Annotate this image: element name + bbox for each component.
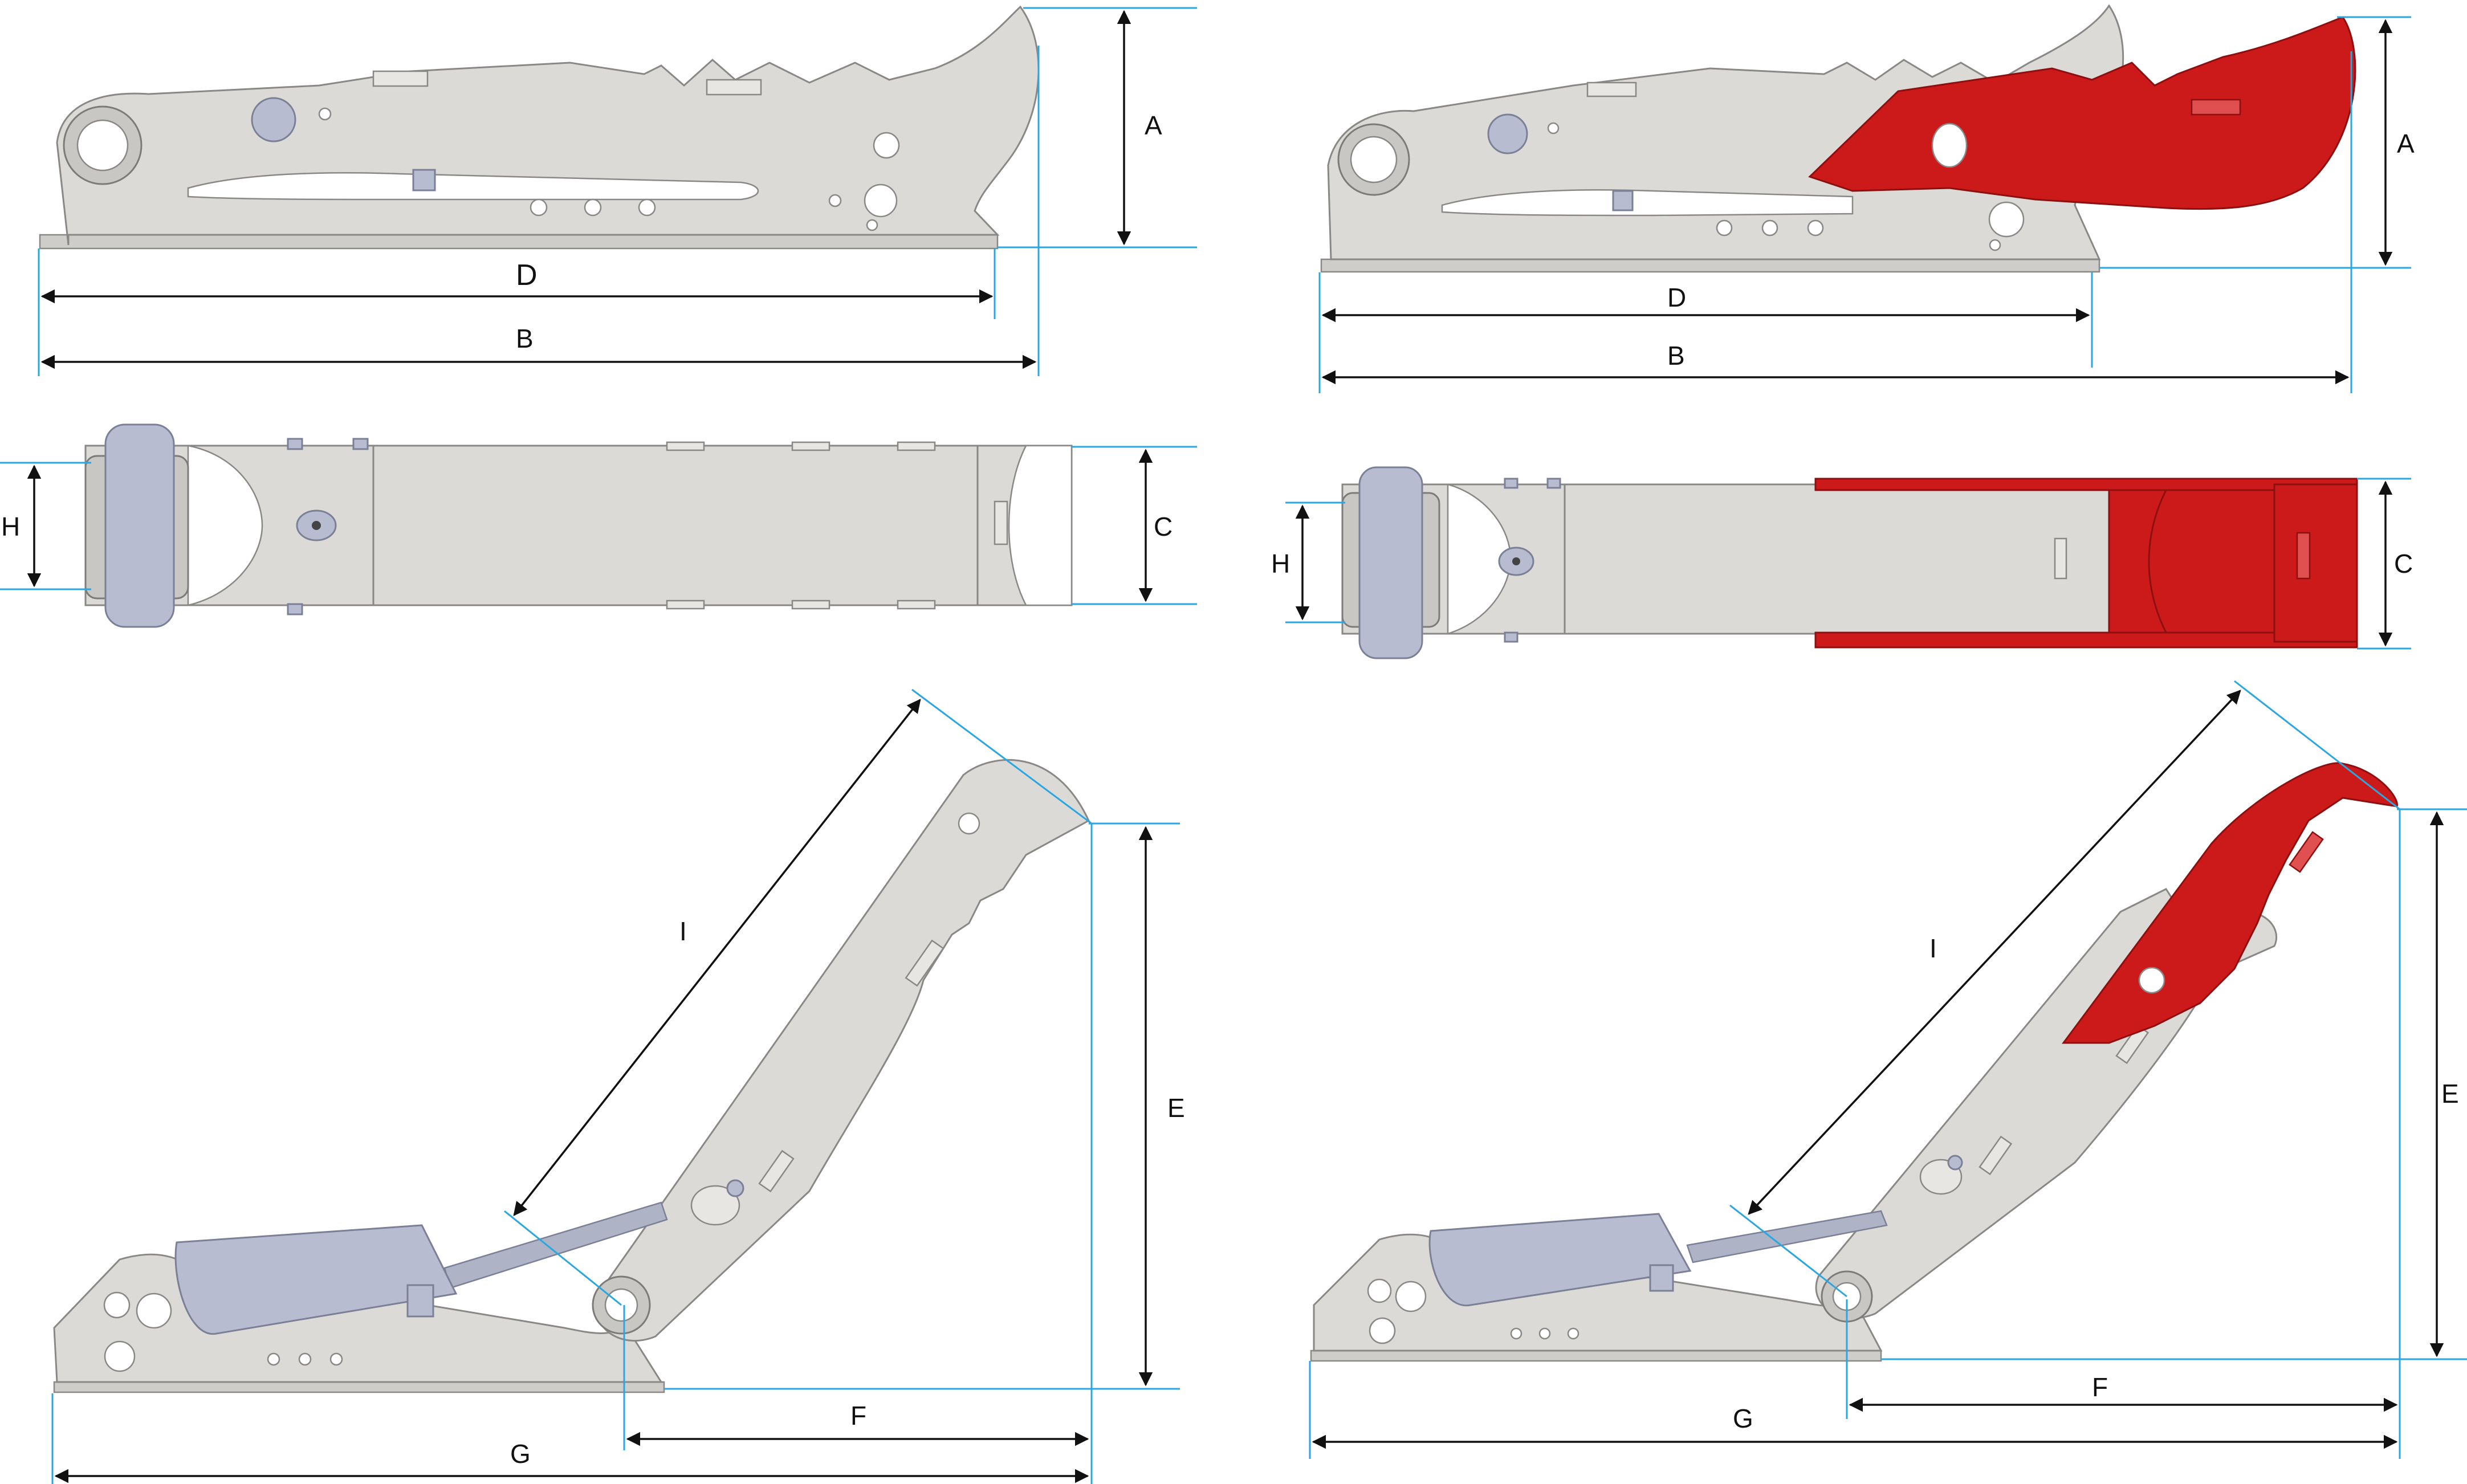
label-H: H [1271, 549, 1290, 578]
base-plate [1320, 258, 2100, 273]
stop-pin [412, 169, 436, 191]
pivot-pin [1358, 466, 1423, 659]
right-side-dimensions: A D B [1318, 16, 2415, 393]
left-top-body [84, 423, 1073, 628]
hydraulic-cylinder [174, 1224, 458, 1335]
left-open-view: I E F G [51, 688, 1185, 1484]
right-top-body [1341, 466, 2358, 659]
hex-bolt [1487, 113, 1528, 154]
label-I: I [679, 916, 687, 946]
label-F: F [850, 1401, 866, 1430]
hex-bolt [251, 97, 296, 142]
label-D: D [1667, 283, 1686, 312]
label-H: H [1, 512, 20, 541]
weld-slot [994, 500, 1008, 545]
label-E: E [2441, 1079, 2459, 1108]
small-hole [318, 107, 332, 121]
label-A: A [2397, 129, 2415, 158]
right-open-view: I E F G [1309, 680, 2467, 1459]
open-arm [595, 759, 1090, 1342]
left-side-dimensions: A D B [38, 7, 1197, 376]
adjust-hole [638, 198, 656, 217]
base-plate [39, 234, 999, 250]
pin-hole [873, 132, 900, 159]
label-D: D [516, 259, 538, 292]
left-open-dimensions: I E F G [51, 688, 1185, 1484]
right-open-dimensions: I E F G [1309, 680, 2467, 1459]
label-C: C [2394, 549, 2413, 578]
adjust-hole [584, 198, 602, 217]
hydraulic-cylinder [1428, 1213, 1692, 1307]
left-top-dimensions: C H [0, 446, 1197, 605]
jaw-cutout [1008, 445, 1073, 606]
right-open-body [1310, 762, 2398, 1362]
pin-hole [864, 184, 898, 218]
small-hole [828, 194, 842, 207]
label-F: F [2092, 1372, 2108, 1402]
arm-slot [187, 172, 759, 201]
red-extension-open [2062, 762, 2398, 1044]
label-I: I [1929, 933, 1937, 963]
base-plate [1310, 1350, 1882, 1362]
left-open-body [53, 759, 1090, 1393]
small-hole [866, 219, 878, 231]
base-plate [53, 1381, 665, 1393]
label-C: C [1154, 512, 1173, 541]
right-side-view: A D B [1318, 4, 2415, 393]
label-E: E [1167, 1093, 1185, 1123]
left-side-body [39, 5, 1040, 250]
left-side-view: A D B [38, 5, 1197, 376]
label-A: A [1145, 111, 1162, 140]
right-top-dimensions: C H [1271, 478, 2413, 650]
label-G: G [510, 1439, 531, 1469]
pivot-hole [76, 119, 129, 172]
label-B: B [516, 324, 534, 353]
red-jaw-profile [2108, 489, 2275, 634]
weld-slot [372, 70, 429, 87]
label-G: G [1733, 1404, 1753, 1433]
label-B: B [1667, 341, 1685, 370]
pivot-pin [104, 423, 175, 628]
weld-slot [706, 79, 762, 96]
right-side-body [1320, 4, 2356, 273]
right-top-view: C H [1271, 466, 2413, 659]
left-top-view: C H [0, 423, 1197, 628]
adjust-hole [530, 198, 548, 217]
red-jaw-hole [1931, 123, 1968, 168]
